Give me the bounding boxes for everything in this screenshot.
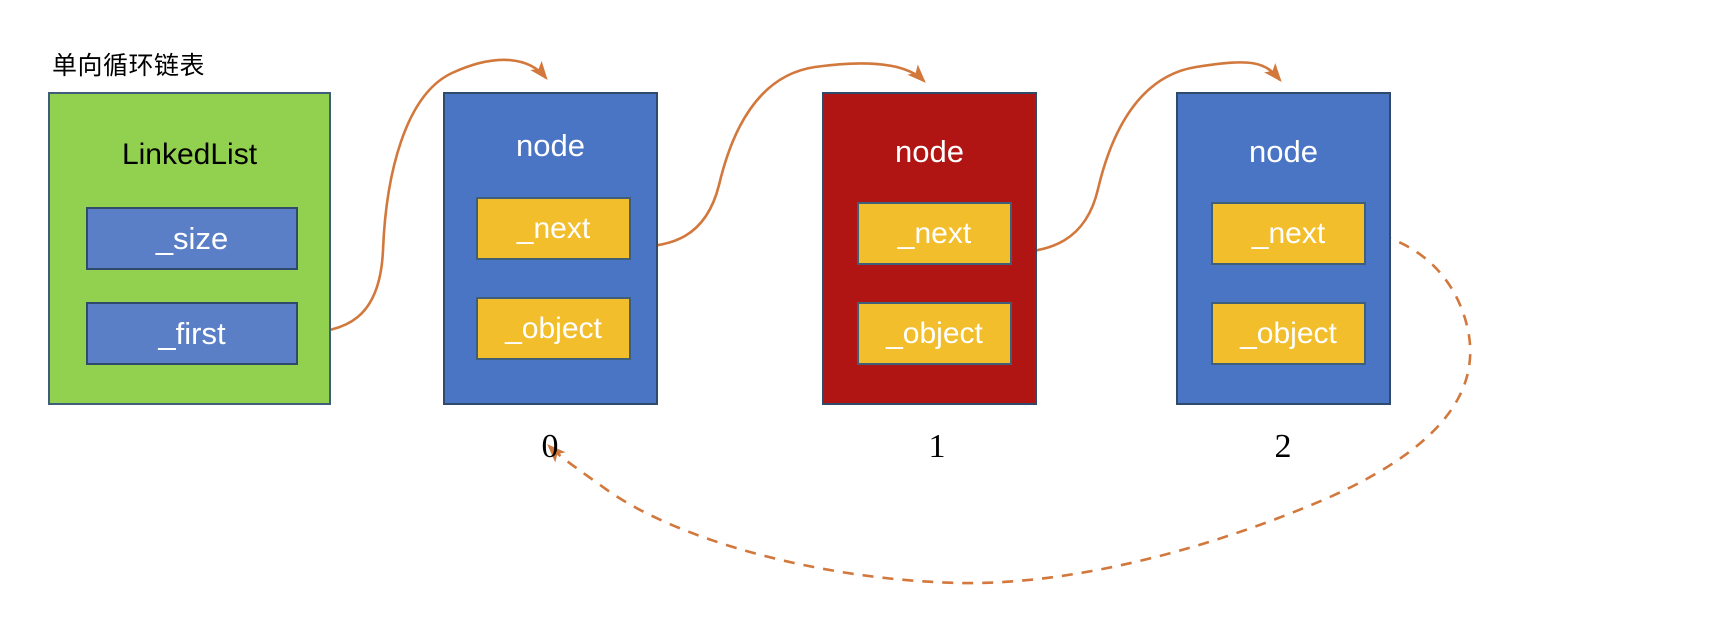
node-0-title: node	[516, 128, 585, 163]
node-index-label-0: 0	[541, 428, 559, 465]
node-box-1: node _next _object	[822, 92, 1037, 405]
node-1-field-next: _next	[857, 202, 1012, 265]
linkedlist-field-size: _size	[86, 207, 298, 270]
node-2-title: node	[1249, 134, 1318, 169]
linkedlist-container: LinkedList _size _first	[48, 92, 331, 405]
linkedlist-title: LinkedList	[121, 138, 258, 171]
node-1-field-object: _object	[857, 302, 1012, 365]
linkedlist-field-first: _first	[86, 302, 298, 365]
node-1-title: node	[895, 134, 964, 169]
node-index-label-1: 1	[928, 428, 946, 465]
node-2-field-object: _object	[1211, 302, 1366, 365]
page-title: 单向循环链表	[52, 51, 206, 80]
node-box-2: node _next _object	[1176, 92, 1391, 405]
node-index-label-2: 2	[1274, 428, 1292, 465]
node-0-field-object: _object	[476, 297, 631, 360]
node-box-0: node _next _object	[443, 92, 658, 405]
node-2-field-next: _next	[1211, 202, 1366, 265]
node-0-field-next: _next	[476, 197, 631, 260]
